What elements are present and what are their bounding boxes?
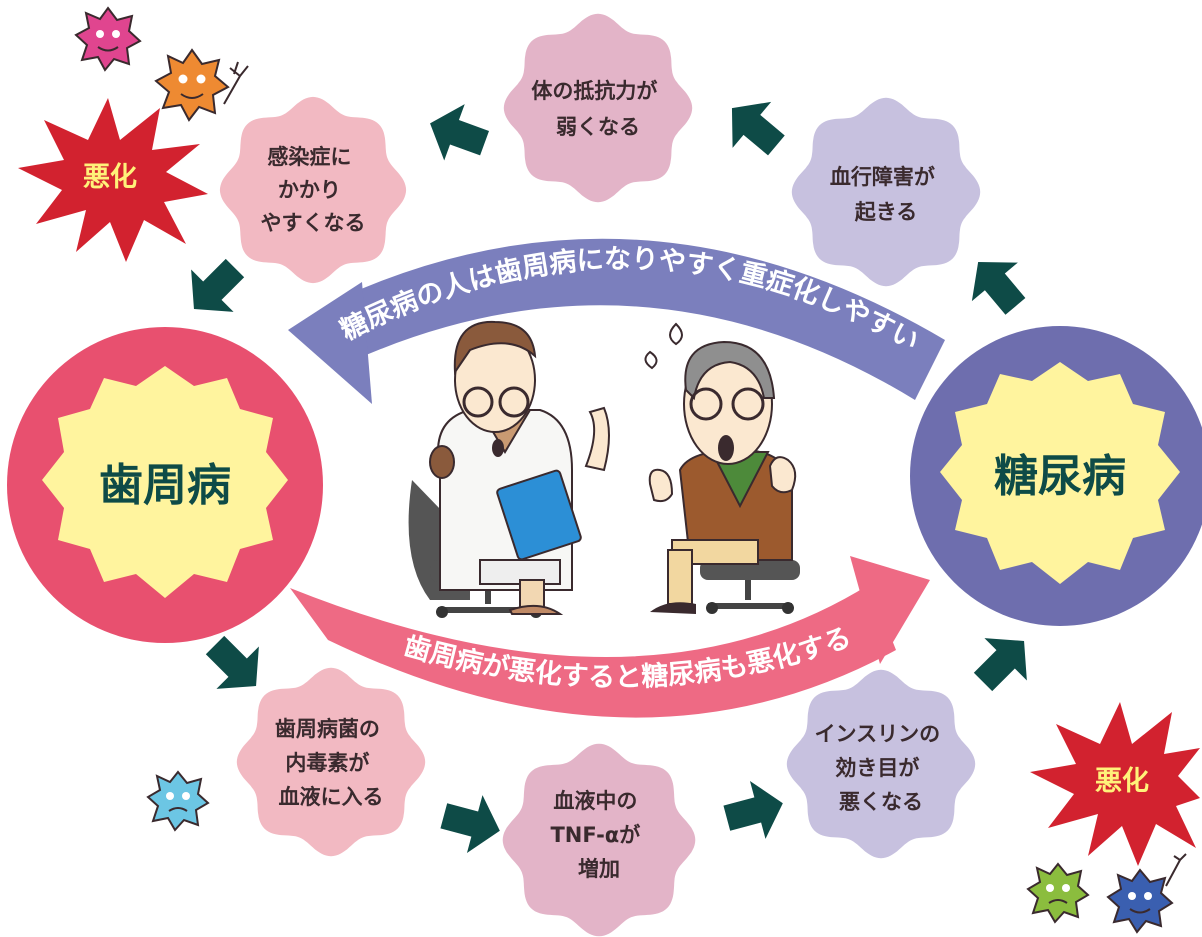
blue-germ-icon [146, 770, 210, 832]
node-insulin-shape [786, 669, 976, 859]
arrow-icon-infection-to-hub [172, 246, 257, 331]
worsen-burst-bottom-shape [1030, 702, 1200, 866]
node-circulation-shape [791, 97, 981, 287]
node-endotoxin-shape [236, 667, 426, 857]
orange-germ-icon [154, 48, 249, 122]
arrow-icon-resistance-to-infection [419, 95, 495, 172]
diabetes-hub: 糖尿病 [910, 326, 1202, 626]
worsen-label-top: 悪化 [83, 162, 137, 193]
node-infection: 感染症に かかり やすくなる [219, 96, 407, 284]
node-resistance-shape [503, 13, 693, 203]
diabetes-hub-label: 糖尿病 [994, 451, 1126, 502]
green-germ-icon [1026, 862, 1090, 924]
node-infection-shape [219, 96, 407, 284]
svg-text:体の抵抗力が 弱くなる: 体の抵抗力が 弱くなる [531, 79, 664, 139]
node-insulin: インスリンの 効き目が 悪くなる [786, 669, 976, 859]
svg-text:感染症に かかり やすくなる: 感染症に かかり やすくなる [261, 145, 366, 235]
arrow-icon-tnf-to-insulin [719, 774, 791, 848]
worsen-burst-top: 悪化 [18, 98, 208, 262]
svg-text:インスリンの 効き目が 悪くなる: インスリンの 効き目が 悪くなる [815, 722, 948, 814]
node-tnf-shape [502, 743, 696, 937]
diabetes-hub-burst [940, 362, 1180, 584]
svg-text:血行障害が 起きる: 血行障害が 起きる [830, 165, 942, 224]
worsen-burst-top-shape [18, 98, 208, 262]
node-circulation: 血行障害が 起きる [791, 97, 981, 287]
arrow-icon-insulin-to-hub [961, 619, 1046, 704]
periodontal-hub: 歯周病 [7, 327, 323, 643]
patient-figure [644, 322, 800, 614]
node-tnf: 血液中の TNF-αが 増加 [502, 743, 696, 937]
node-resistance: 体の抵抗力が 弱くなる [503, 13, 693, 203]
worsen-label-bottom: 悪化 [1095, 766, 1149, 797]
navy-germ-icon [1106, 853, 1187, 934]
worsen-burst-bottom: 悪化 [1030, 702, 1200, 866]
arrow-icon-hub-to-circulation [955, 242, 1039, 326]
svg-text:歯周病菌の 内毒素が 血液に入る: 歯周病菌の 内毒素が 血液に入る [275, 717, 387, 809]
periodontal-hub-label: 歯周病 [99, 460, 231, 511]
pink-germ-icon [74, 6, 142, 72]
svg-text:血液中の TNF-αが 増加: 血液中の TNF-αが 増加 [550, 789, 647, 881]
arrow-icon-circulation-to-resistance [712, 85, 796, 169]
doctor-figure [408, 320, 610, 618]
arrow-icon-endotoxin-to-tnf [436, 786, 508, 860]
node-endotoxin: 歯周病菌の 内毒素が 血液に入る [236, 667, 426, 857]
periodontal-hub-burst [42, 366, 288, 598]
